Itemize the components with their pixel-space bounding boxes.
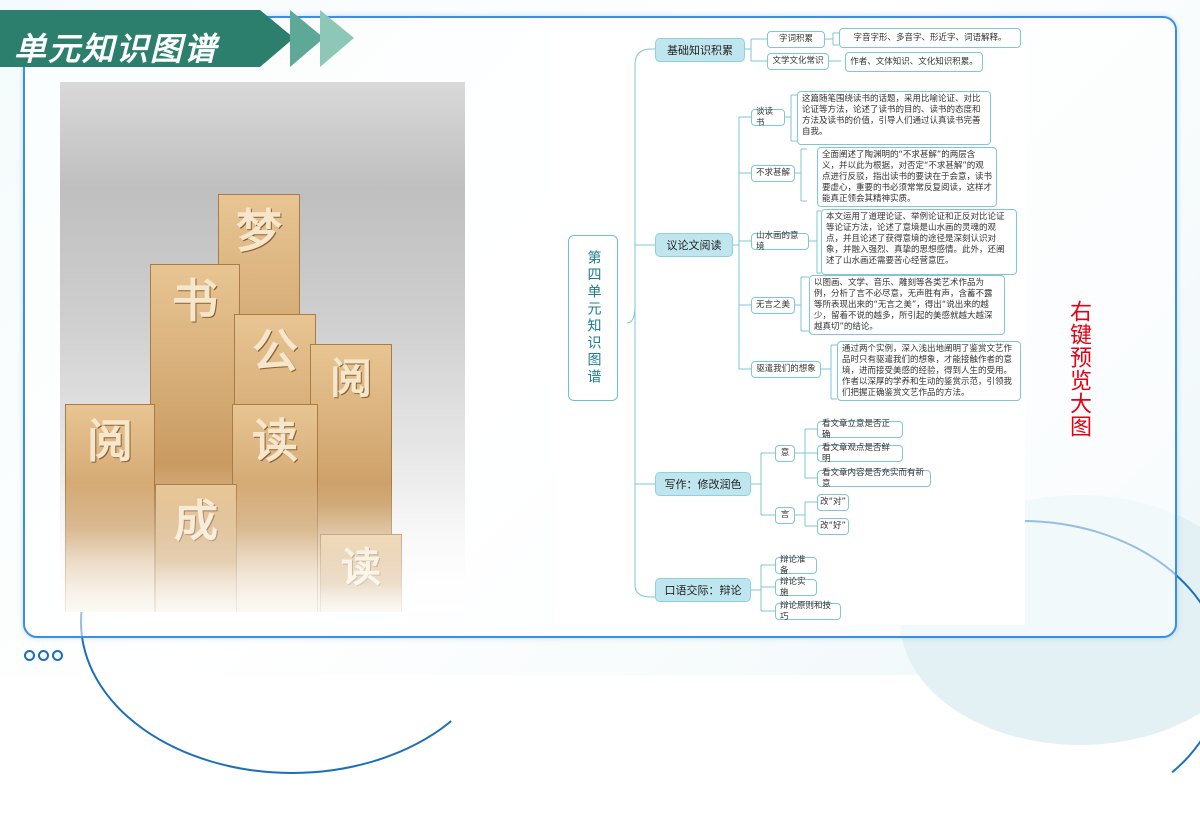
title-banner: 单元知识图谱 bbox=[0, 10, 260, 68]
node-debate-principles: 辩论原则和技巧 bbox=[775, 601, 841, 622]
dot bbox=[52, 650, 63, 661]
node-wordless-beauty: 无言之美 bbox=[751, 297, 795, 314]
branch-basic-knowledge: 基础知识积累 bbox=[655, 38, 745, 62]
node-not-seeking: 不求甚解 bbox=[751, 165, 795, 182]
preview-hint: 右键预览大图 bbox=[1066, 300, 1091, 438]
mindmap-root: 第四单元知识图谱 bbox=[568, 235, 618, 401]
node-literary-knowledge-detail: 作者、文体知识、文化知识积累。 bbox=[845, 52, 983, 72]
node-on-reading: 谈读书 bbox=[751, 107, 785, 128]
chevron-right-icon bbox=[260, 10, 294, 67]
block-char: 阅 bbox=[329, 354, 372, 403]
block-char: 阅 bbox=[87, 414, 133, 468]
mindmap-connectors bbox=[626, 32, 841, 612]
branch-debate: 口语交际：辩论 bbox=[655, 578, 751, 602]
node-vocabulary-detail: 字音字形、多音字、形近字、词语解释。 bbox=[839, 28, 1021, 48]
node-imagination: 驱遣我们的想象 bbox=[751, 361, 821, 378]
node-debate-execution: 辩论实施 bbox=[775, 577, 817, 598]
branch-writing-revision: 写作：修改润色 bbox=[655, 472, 751, 496]
node-debate-prep: 辩论准备 bbox=[775, 555, 817, 576]
node-meaning-item: 看文章内容是否充实而有新意 bbox=[817, 468, 931, 489]
dot bbox=[38, 650, 49, 661]
knowledge-mindmap: 第四单元知识图谱 基础知识积累 字词积累 字音字形、多音字、形近字、词语解释。 … bbox=[555, 25, 1025, 625]
slide-title: 单元知识图谱 bbox=[14, 30, 219, 68]
dot bbox=[24, 650, 35, 661]
chevron-right-icon bbox=[290, 10, 324, 67]
node-language-item: 改“好” bbox=[817, 518, 849, 535]
node-literary-knowledge: 文学文化常识 bbox=[767, 53, 829, 70]
block-char: 书 bbox=[172, 274, 218, 328]
node-language-item: 改“对” bbox=[817, 494, 849, 511]
node-on-reading-detail: 这篇随笔围绕读书的话题，采用比喻论证、对比论证等方法，论述了读书的目的、读书的态… bbox=[797, 91, 991, 145]
node-imagination-detail: 通过两个实例，深入浅出地阐明了鉴赏文艺作品时只有驱遣我们的想象，才能接触作者的意… bbox=[837, 341, 1021, 401]
node-vocabulary: 字词积累 bbox=[767, 31, 825, 48]
block-char: 读 bbox=[252, 414, 298, 468]
node-meaning: 意 bbox=[775, 445, 795, 462]
chevron-right-icon bbox=[320, 10, 354, 67]
circle-dots-icon bbox=[24, 650, 63, 661]
node-not-seeking-detail: 全面阐述了陶渊明的“不求甚解”的两层含义，并以此为根据，对否定“不求甚解”的观点… bbox=[817, 147, 997, 207]
node-landscape-painting: 山水画的意境 bbox=[751, 231, 809, 252]
image-fade bbox=[60, 482, 465, 612]
wooden-type-blocks-image: 梦 书 公 阅 阅 读 成 读 bbox=[60, 82, 465, 612]
node-landscape-painting-detail: 本文运用了道理论证、举例论证和正反对比论证等论证方法，论述了意境是山水画的灵魂的… bbox=[821, 209, 1017, 275]
node-language: 言 bbox=[775, 507, 795, 524]
node-meaning-item: 看文章立意是否正确 bbox=[817, 419, 903, 440]
block-char: 公 bbox=[252, 324, 298, 378]
block-char: 梦 bbox=[236, 204, 282, 258]
node-wordless-beauty-detail: 以图画、文学、音乐、雕刻等各类艺术作品为例，分析了言不必尽意，无声胜有声，含蓄不… bbox=[809, 275, 1005, 335]
node-meaning-item: 看文章观点是否鲜明 bbox=[817, 443, 903, 464]
branch-argumentative-reading: 议论文阅读 bbox=[655, 233, 733, 257]
